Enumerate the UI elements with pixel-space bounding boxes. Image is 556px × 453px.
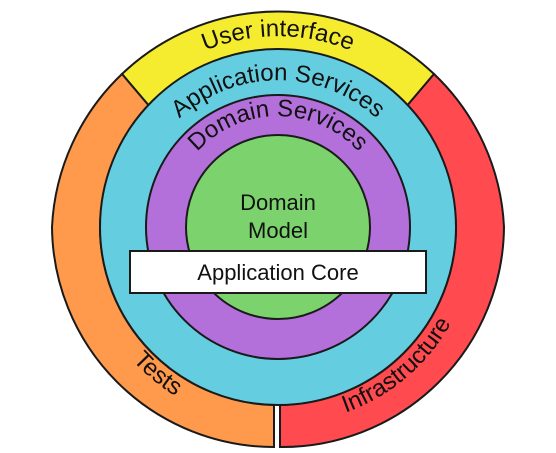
application-core-label: Application Core <box>197 260 358 285</box>
domain-model-label-line1: Domain <box>240 190 316 215</box>
application-core-banner <box>129 250 427 294</box>
domain-model-label-line2: Model <box>248 218 308 243</box>
